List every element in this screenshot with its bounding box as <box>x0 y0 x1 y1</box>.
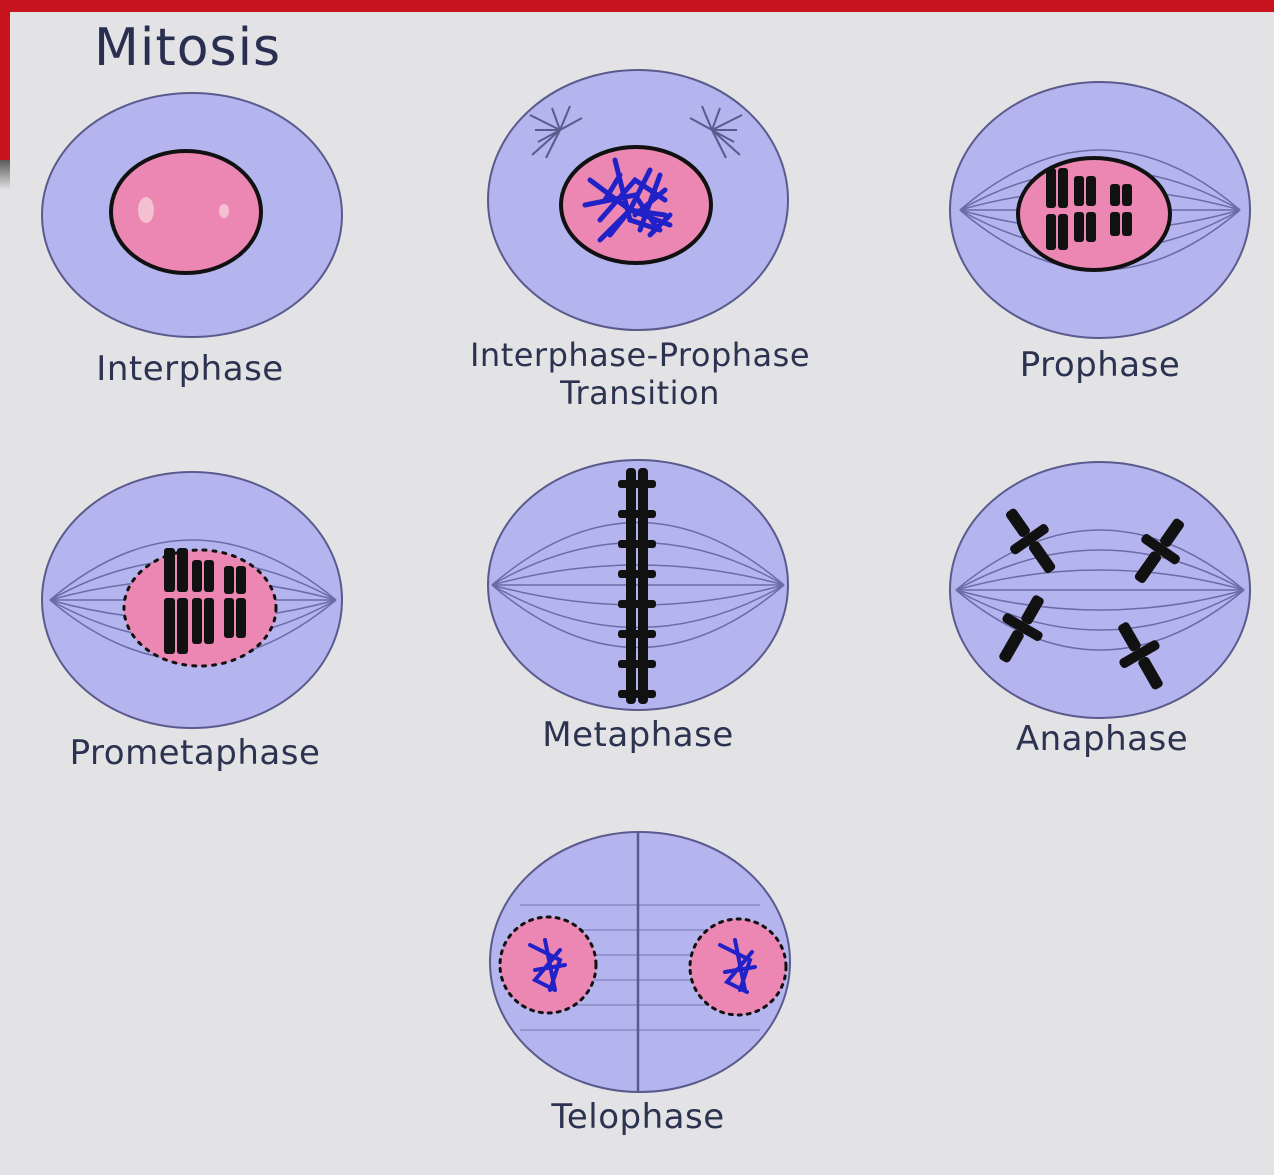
stage-label-interphase-prophase: Interphase-Prophase Transition <box>430 336 850 412</box>
stage-label-prophase: Prophase <box>950 346 1250 384</box>
cell-anaphase <box>950 462 1250 718</box>
nucleus <box>111 151 261 273</box>
stage-label-metaphase: Metaphase <box>488 716 788 754</box>
cell-interphase-prophase <box>488 70 788 330</box>
stage-label-line1: Interphase-Prophase <box>430 336 850 374</box>
stage-label-anaphase: Anaphase <box>952 720 1252 758</box>
stage-label-prometaphase: Prometaphase <box>40 734 350 772</box>
cell-telophase <box>490 832 790 1092</box>
cell-interphase <box>42 93 342 337</box>
stage-label-telophase: Telophase <box>488 1098 788 1136</box>
stage-label-interphase: Interphase <box>40 350 340 388</box>
cell-prometaphase <box>42 472 342 728</box>
cell-metaphase <box>488 460 788 710</box>
nucleolus <box>138 197 154 223</box>
cell-prophase <box>950 82 1250 338</box>
stage-label-line2: Transition <box>430 374 850 412</box>
nucleolus <box>219 204 229 218</box>
